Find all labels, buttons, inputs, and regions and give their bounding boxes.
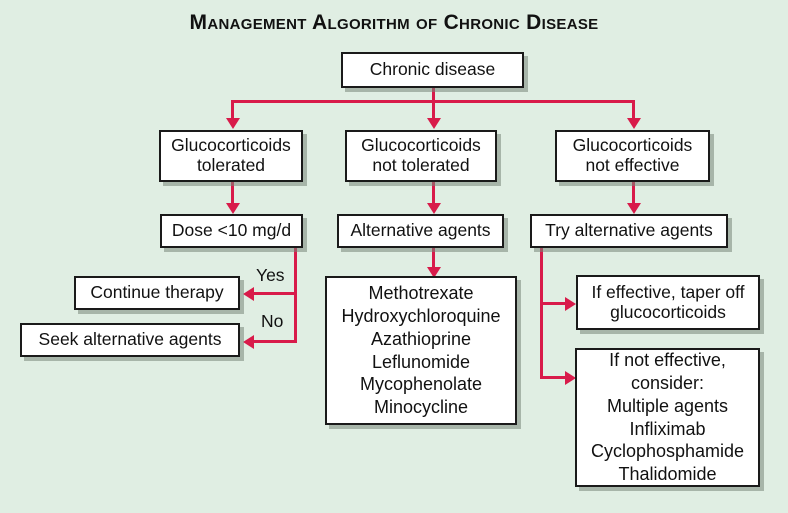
node-alternative-agents-label: Alternative agents (350, 220, 491, 241)
arrow-to-not-tolerated (426, 118, 441, 129)
node-if-effective-label: If effective, taper off glucocorticoids (591, 281, 745, 322)
connector-try-to-effective (540, 302, 568, 305)
arrow-to-alternative-agents (426, 203, 441, 214)
arrow-to-dose (225, 203, 240, 214)
arrow-to-try-alternative (626, 203, 641, 214)
node-dose-threshold-label: Dose <10 mg/d (171, 220, 292, 241)
node-try-alternative-agents[interactable]: Try alternative agents (530, 214, 728, 248)
arrow-to-tolerated (225, 118, 240, 129)
node-chronic-disease-label: Chronic disease (369, 59, 496, 80)
node-continue-therapy-label: Continue therapy (90, 282, 224, 303)
node-seek-alternative-agents[interactable]: Seek alternative agents (20, 323, 240, 357)
node-glucocorticoids-tolerated-label: Glucocorticoids tolerated (171, 135, 291, 175)
node-if-effective[interactable]: If effective, taper off glucocorticoids (576, 275, 760, 330)
connector-not-tolerated-to-alt (432, 182, 435, 204)
arrow-to-not-effective (626, 118, 641, 129)
node-drug-list[interactable]: Methotrexate Hydroxychloroquine Azathiop… (325, 276, 517, 425)
connector-yes-branch (253, 292, 297, 295)
connector-root-down (432, 88, 435, 102)
connector-try-down (540, 248, 543, 378)
page-title: Management Algorithm of Chronic Disease (189, 11, 599, 34)
edge-label-yes: Yes (256, 265, 285, 285)
node-if-not-effective[interactable]: If not effective, consider: Multiple age… (575, 348, 760, 487)
connector-alt-to-druglist (432, 248, 435, 270)
node-chronic-disease[interactable]: Chronic disease (341, 52, 524, 88)
connector-dose-down (294, 248, 297, 343)
node-glucocorticoids-not-tolerated-label: Glucocorticoids not tolerated (361, 135, 481, 175)
connector-bus-to-tolerated (231, 100, 234, 120)
node-glucocorticoids-not-effective-label: Glucocorticoids not effective (572, 135, 693, 175)
connector-try-to-not-effective (540, 376, 568, 379)
node-glucocorticoids-tolerated[interactable]: Glucocorticoids tolerated (159, 130, 303, 182)
connector-no-branch (253, 340, 297, 343)
node-glucocorticoids-not-effective[interactable]: Glucocorticoids not effective (555, 130, 710, 182)
node-seek-alternative-agents-label: Seek alternative agents (38, 329, 222, 350)
connector-bus-to-not-tolerated (432, 100, 435, 120)
node-alternative-agents[interactable]: Alternative agents (337, 214, 504, 248)
arrow-to-if-effective (565, 296, 576, 311)
node-if-not-effective-label: If not effective, consider: Multiple age… (590, 350, 745, 484)
connector-not-effective-to-try (632, 182, 635, 204)
arrow-to-if-not-effective (565, 370, 576, 385)
node-try-alternative-agents-label: Try alternative agents (545, 220, 713, 241)
node-continue-therapy[interactable]: Continue therapy (74, 276, 240, 310)
arrow-to-drug-list (426, 267, 441, 278)
node-glucocorticoids-not-tolerated[interactable]: Glucocorticoids not tolerated (345, 130, 497, 182)
node-drug-list-label: Methotrexate Hydroxychloroquine Azathiop… (341, 283, 501, 417)
connector-bus-to-not-effective (632, 100, 635, 120)
connector-tolerated-to-dose (231, 182, 234, 204)
node-dose-threshold[interactable]: Dose <10 mg/d (160, 214, 303, 248)
arrow-to-seek-alternative (243, 334, 254, 349)
arrow-to-continue-therapy (243, 286, 254, 301)
edge-label-no: No (261, 311, 284, 331)
